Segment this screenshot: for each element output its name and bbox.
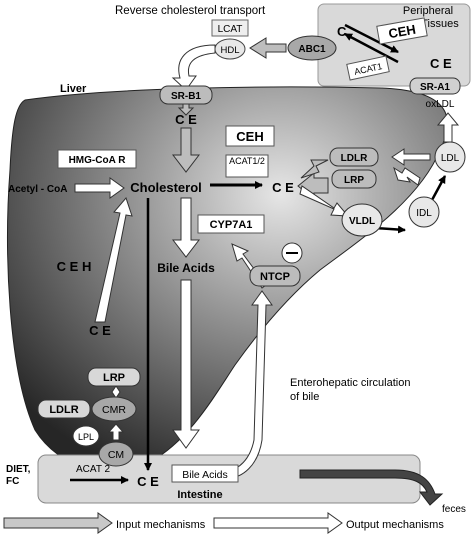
peripheral-ceh-box bbox=[376, 17, 428, 45]
acat12-label-1: ACAT1/2 bbox=[229, 156, 265, 166]
vldl-label: VLDL bbox=[349, 216, 375, 227]
feces-arrow bbox=[299, 469, 444, 506]
hmg-box bbox=[57, 149, 137, 169]
ldl-to-sra1-arrow bbox=[436, 112, 460, 143]
peripheral-title-line2: Tissues bbox=[421, 18, 459, 30]
ceh-liver-box bbox=[225, 125, 275, 147]
abc1-to-hdl-arrow bbox=[249, 37, 287, 59]
bile-acids-int-label: Bile Acids bbox=[182, 469, 228, 481]
ldl-node bbox=[434, 141, 466, 173]
cyp-box bbox=[197, 214, 265, 234]
sra1-node bbox=[409, 77, 461, 95]
bile-acids-label: Bile Acids bbox=[157, 261, 215, 275]
ce-right: C E bbox=[272, 180, 294, 195]
cm-node bbox=[98, 441, 134, 467]
hdl-to-srb1-arrow bbox=[171, 44, 216, 91]
ldlr-to-ce-arrow bbox=[300, 159, 329, 179]
lcat-box bbox=[211, 19, 249, 37]
srb1-to-ce-arrow bbox=[177, 103, 195, 116]
reverse-transport-title: Reverse cholesterol transport bbox=[115, 5, 266, 17]
lrp-bottom-label: LRP bbox=[103, 372, 125, 384]
ceh-left-label: C E H bbox=[57, 259, 92, 274]
srb1-label: SR-B1 bbox=[171, 91, 201, 102]
vldl-node bbox=[341, 203, 383, 237]
lrp-node bbox=[331, 169, 377, 189]
peripheral-ceh-label: CEH bbox=[387, 22, 417, 42]
ce-to-vldl-arrow bbox=[299, 185, 350, 217]
legend-input-arrow bbox=[3, 512, 113, 534]
c-to-ce-arrow bbox=[344, 23, 399, 54]
idl-label: IDL bbox=[416, 208, 432, 219]
cmr-node bbox=[91, 396, 137, 422]
bile-to-intestine-arrow bbox=[172, 279, 200, 449]
ceh-up-arrow bbox=[94, 197, 133, 323]
acetyl-label: Acetyl - CoA bbox=[8, 184, 67, 195]
cm-to-cmr-arrow bbox=[107, 423, 125, 441]
hdl-label: HDL bbox=[220, 45, 239, 56]
cm-label: CM bbox=[108, 449, 124, 461]
diet-label-1: DIET, bbox=[6, 464, 31, 475]
ldl-to-ldlr-arrow bbox=[391, 148, 431, 166]
cmr-label: CMR bbox=[102, 404, 126, 416]
feces-label: feces bbox=[442, 504, 466, 515]
acat12-box bbox=[225, 154, 269, 178]
lrp-label: LRP bbox=[344, 175, 364, 186]
intestine-label: Intestine bbox=[177, 489, 222, 501]
ceh-liver-label: CEH bbox=[236, 129, 263, 144]
idl-to-ldl-arrow bbox=[430, 175, 447, 201]
abc1-node bbox=[287, 35, 337, 61]
acat2-label: ACAT 2 bbox=[76, 464, 111, 475]
peripheral-c: C bbox=[337, 24, 347, 39]
idl-node bbox=[408, 196, 440, 228]
hdl-node bbox=[214, 38, 246, 60]
ntcp-label: NTCP bbox=[260, 271, 290, 283]
cyp-label: CYP7A1 bbox=[210, 219, 253, 231]
ntcp-node bbox=[249, 265, 301, 287]
hmg-label: HMG-CoA R bbox=[69, 155, 127, 166]
cholesterol-label: Cholesterol bbox=[130, 180, 202, 195]
sra1-label: SR-A1 bbox=[420, 82, 450, 93]
oxldl-label: oxLDL bbox=[426, 99, 455, 110]
peripheral-ce: C E bbox=[430, 56, 452, 71]
enterohepatic-line2: of bile bbox=[290, 391, 319, 403]
liver-label: Liver bbox=[60, 83, 87, 95]
ldlr-bottom-label: LDLR bbox=[49, 404, 78, 416]
peripheral-acat-box bbox=[346, 55, 390, 81]
acetyl-to-cholesterol-arrow bbox=[74, 177, 125, 199]
lpl-node bbox=[72, 425, 100, 447]
lpl-label: LPL bbox=[78, 432, 94, 442]
ce-to-cholesterol-arrow bbox=[171, 127, 201, 173]
ldlr-bottom-node bbox=[37, 399, 91, 419]
ldl-label: LDL bbox=[441, 153, 460, 164]
lrp-bottom-node bbox=[87, 367, 141, 387]
peripheral-title-line1: Peripheral bbox=[403, 5, 453, 17]
ce-bottom: C E bbox=[137, 474, 159, 489]
srb1-node bbox=[159, 85, 213, 105]
ce-left-label: C E bbox=[89, 323, 111, 338]
ce-to-c-arrow bbox=[344, 32, 399, 64]
cholesterol-to-bile-arrow bbox=[171, 197, 201, 258]
ldlr-node bbox=[329, 147, 379, 167]
idl-to-lrp-arrow bbox=[393, 166, 421, 186]
ldlr-label: LDLR bbox=[341, 153, 368, 164]
legend-output-arrow bbox=[213, 512, 343, 534]
abc1-label: ABC1 bbox=[298, 44, 326, 55]
ce-top: C E bbox=[175, 112, 197, 127]
legend-output-label: Output mechanisms bbox=[346, 519, 444, 531]
lcat-label: LCAT bbox=[218, 24, 243, 35]
diet-label-2: FC bbox=[6, 476, 19, 487]
vldl-to-idl-arrow bbox=[374, 225, 406, 234]
bile-acids-int-box bbox=[171, 464, 239, 483]
enterohepatic-line1: Enterohepatic circulation bbox=[290, 377, 410, 389]
legend-input-label: Input mechanisms bbox=[116, 519, 206, 531]
